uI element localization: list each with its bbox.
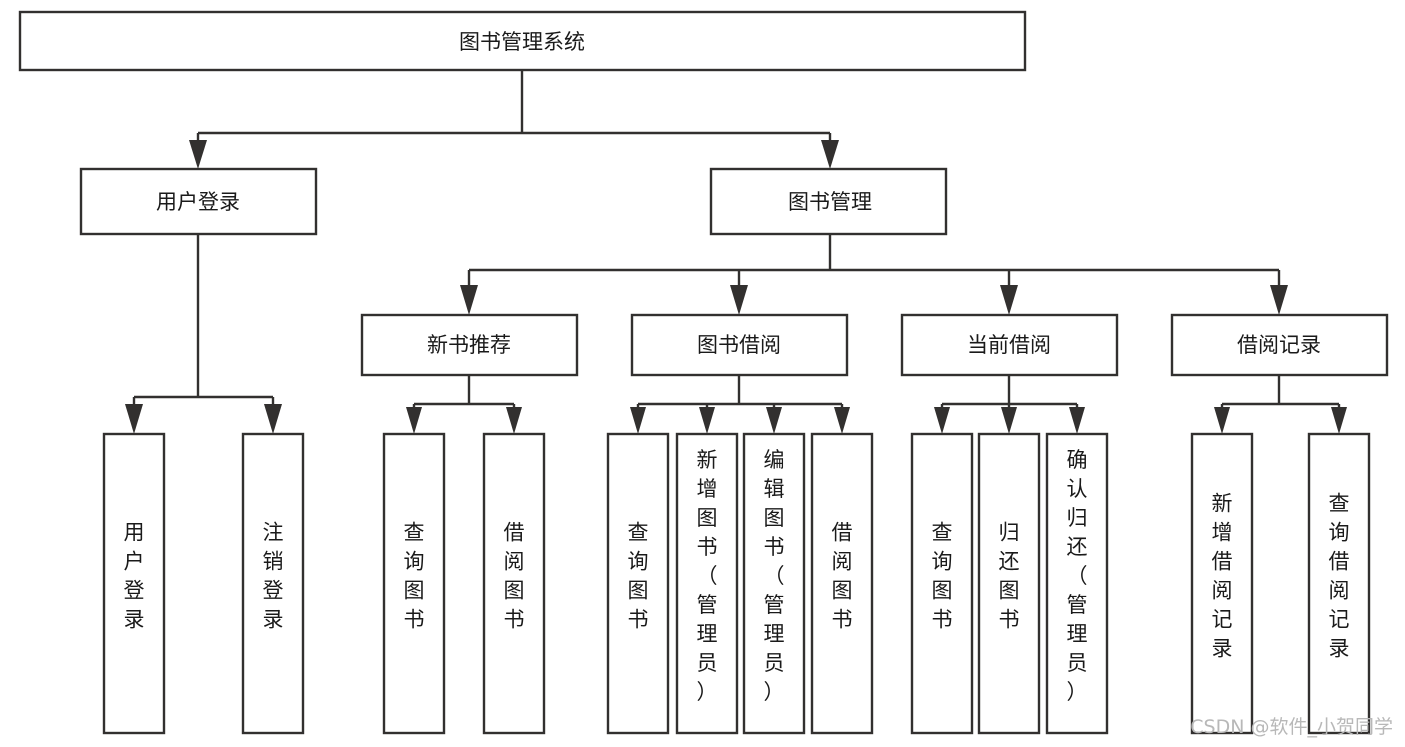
node-leaf-add-book-box[interactable] (675, 432, 739, 735)
arrow-head-leaf-confirm-return (1069, 407, 1085, 434)
node-leaf-query-record-label: 查询借阅记录 (1329, 492, 1350, 661)
node-book-management[interactable]: 图书管理 (709, 167, 948, 236)
node-borrow-record-box[interactable] (1170, 313, 1389, 377)
node-leaf-add-record-box[interactable] (1190, 432, 1254, 735)
arrow-head-borrow-record (1270, 285, 1288, 315)
node-current-borrow-box[interactable] (900, 313, 1119, 377)
node-book-management-box[interactable] (709, 167, 948, 236)
node-leaf-query-record[interactable]: 查询借阅记录 (1307, 432, 1371, 735)
arrow-head-leaf-borrow-book-2 (834, 407, 850, 434)
node-leaf-query-book-1-label: 查询图书 (404, 521, 425, 632)
node-new-book-recommend[interactable]: 新书推荐 (360, 313, 579, 377)
node-user-login[interactable]: 用户登录 (79, 167, 318, 236)
node-borrow-record-label: 借阅记录 (1237, 333, 1321, 357)
arrow-head-leaf-user-login (125, 404, 143, 434)
arrow-head-leaf-borrow-book-1 (506, 407, 522, 434)
node-borrow-record[interactable]: 借阅记录 (1170, 313, 1389, 377)
node-leaf-query-book-2[interactable]: 查询图书 (606, 432, 670, 735)
node-leaf-logout[interactable]: 注销登录 (241, 432, 305, 735)
node-leaf-borrow-book-1[interactable]: 借阅图书 (482, 432, 546, 735)
node-leaf-confirm-return-box[interactable] (1045, 432, 1109, 735)
node-user-login-box[interactable] (79, 167, 318, 236)
node-leaf-query-book-3-label: 查询图书 (932, 521, 953, 632)
arrow-head-book-borrow (730, 285, 748, 315)
node-root[interactable]: 图书管理系统 (18, 10, 1027, 72)
node-leaf-query-book-3[interactable]: 查询图书 (910, 432, 974, 735)
node-leaf-add-book[interactable]: 新增图书（管理员） (675, 432, 739, 735)
node-leaf-logout-box[interactable] (241, 432, 305, 735)
csdn-watermark: CSDN @软件_小贺同学 (1190, 716, 1393, 738)
node-leaf-borrow-book-2-box[interactable] (810, 432, 874, 735)
node-leaf-user-login-label: 用户登录 (124, 521, 145, 632)
arrow-head-leaf-query-book-2 (630, 407, 646, 434)
node-book-management-label: 图书管理 (788, 190, 872, 214)
node-leaf-borrow-book-2[interactable]: 借阅图书 (810, 432, 874, 735)
node-leaf-query-book-2-label: 查询图书 (628, 521, 649, 632)
node-leaf-user-login[interactable]: 用户登录 (102, 432, 166, 735)
node-leaf-confirm-return[interactable]: 确认归还（管理员） (1045, 432, 1109, 735)
node-leaf-query-book-3-box[interactable] (910, 432, 974, 735)
node-book-borrow[interactable]: 图书借阅 (630, 313, 849, 377)
node-leaf-confirm-return-label: 确认归还（管理员） (1067, 448, 1088, 704)
node-leaf-edit-book-box[interactable] (742, 432, 806, 735)
node-current-borrow[interactable]: 当前借阅 (900, 313, 1119, 377)
node-leaf-return-book-box[interactable] (977, 432, 1041, 735)
node-leaf-borrow-book-1-box[interactable] (482, 432, 546, 735)
arrow-head-book-management (821, 140, 839, 169)
connector-layer (125, 70, 1347, 434)
node-leaf-edit-book-label: 编辑图书（管理员） (764, 448, 785, 704)
arrow-head-leaf-return-book (1001, 407, 1017, 434)
arrow-head-leaf-edit-book (766, 407, 782, 434)
node-leaf-query-book-2-box[interactable] (606, 432, 670, 735)
node-leaf-add-record-label: 新增借阅记录 (1212, 492, 1233, 661)
arrow-head-leaf-add-book (699, 407, 715, 434)
node-leaf-query-book-1-box[interactable] (382, 432, 446, 735)
node-leaf-borrow-book-1-label: 借阅图书 (504, 521, 525, 632)
node-book-borrow-box[interactable] (630, 313, 849, 377)
node-new-book-recommend-box[interactable] (360, 313, 579, 377)
node-book-borrow-label: 图书借阅 (697, 333, 781, 357)
arrow-head-leaf-query-book-3 (934, 407, 950, 434)
node-leaf-edit-book[interactable]: 编辑图书（管理员） (742, 432, 806, 735)
arrow-head-user-login (189, 140, 207, 169)
node-leaf-return-book-label: 归还图书 (999, 521, 1020, 632)
arrow-head-leaf-add-record (1214, 407, 1230, 434)
arrow-head-leaf-query-record (1331, 407, 1347, 434)
node-leaf-borrow-book-2-label: 借阅图书 (832, 521, 853, 632)
arrow-head-new-book-recommend (460, 285, 478, 315)
node-leaf-return-book[interactable]: 归还图书 (977, 432, 1041, 735)
arrow-head-current-borrow (1000, 285, 1018, 315)
node-leaf-add-book-label: 新增图书（管理员） (697, 448, 718, 704)
node-root-box[interactable] (18, 10, 1027, 72)
node-leaf-user-login-box[interactable] (102, 432, 166, 735)
node-leaf-logout-label: 注销登录 (263, 521, 284, 632)
node-current-borrow-label: 当前借阅 (967, 333, 1051, 357)
arrow-head-leaf-query-book-1 (406, 407, 422, 434)
arrow-head-leaf-logout (264, 404, 282, 434)
node-leaf-add-record[interactable]: 新增借阅记录 (1190, 432, 1254, 735)
node-root-label: 图书管理系统 (459, 30, 585, 54)
node-leaf-query-record-box[interactable] (1307, 432, 1371, 735)
node-new-book-recommend-label: 新书推荐 (427, 333, 511, 357)
node-user-login-label: 用户登录 (156, 190, 240, 214)
node-leaf-query-book-1[interactable]: 查询图书 (382, 432, 446, 735)
